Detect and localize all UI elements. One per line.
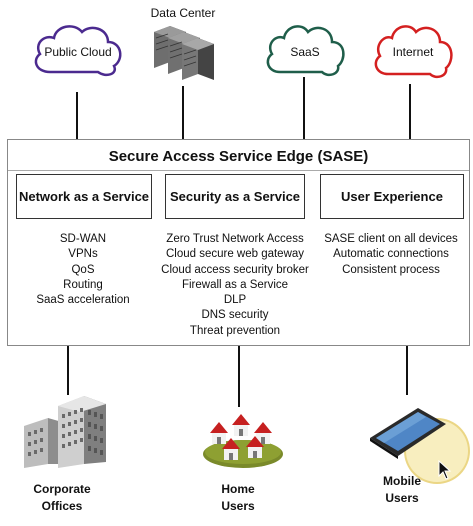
label-line: Mobile <box>383 474 421 488</box>
connector-data-center <box>182 86 184 139</box>
list-item: SaaS acceleration <box>36 294 130 307</box>
sase-box: Secure Access Service Edge (SASE) Networ… <box>7 139 470 346</box>
public-cloud-label: Public Cloud <box>44 45 112 59</box>
data-center-node <box>150 24 222 86</box>
user-experience-items: SASE client on all devices Automatic con… <box>316 232 466 278</box>
list-item: DLP <box>223 294 247 307</box>
list-item: SD-WAN <box>59 233 107 245</box>
corporate-offices-label: Corporate Offices <box>12 481 112 515</box>
sase-title: Secure Access Service Edge (SASE) <box>108 148 369 165</box>
cloud-icon <box>266 25 345 77</box>
connector-public-cloud <box>76 92 78 139</box>
label-line: Home <box>221 482 255 496</box>
list-item: Cloud secure web gateway <box>165 248 305 261</box>
network-items: SD-WAN VPNs QoS Routing SaaS acceleratio… <box>14 232 152 308</box>
connector-home <box>238 345 240 407</box>
list-item: QoS <box>71 263 95 276</box>
list-item: Firewall as a Service <box>181 278 289 291</box>
corporate-offices-node <box>22 392 114 470</box>
connector-internet <box>409 84 411 139</box>
internet-label: Internet <box>392 45 434 59</box>
list-item: DNS security <box>201 309 269 322</box>
houses-icon <box>203 414 283 468</box>
list-item: Threat prevention <box>189 324 281 337</box>
server-rack-icon <box>154 26 214 80</box>
public-cloud-node: Public Cloud <box>28 20 128 80</box>
list-item: SASE client on all devices <box>324 233 458 245</box>
cloud-icon <box>34 25 122 77</box>
home-users-node <box>198 410 288 470</box>
network-as-a-service-heading: Network as a Service <box>16 174 152 219</box>
data-center-label: Data Center <box>150 6 216 20</box>
mobile-users-node <box>366 398 450 462</box>
connector-corporate <box>67 345 69 395</box>
security-as-a-service-heading: Security as a Service <box>165 174 305 219</box>
connector-saas <box>303 77 305 139</box>
list-item: VPNs <box>68 248 98 261</box>
mouse-cursor-icon <box>438 460 452 480</box>
office-building-icon <box>24 396 106 468</box>
mobile-users-label: Mobile Users <box>352 473 452 507</box>
list-item: Automatic connections <box>333 248 449 261</box>
user-experience-heading: User Experience <box>320 174 464 219</box>
label-line: Offices <box>41 499 83 513</box>
internet-node: Internet <box>370 20 456 82</box>
label-line: Corporate <box>33 482 91 496</box>
security-items: Zero Trust Network Access Cloud secure w… <box>156 232 314 339</box>
label-line: Users <box>221 499 255 513</box>
connector-mobile <box>406 345 408 395</box>
divider <box>8 170 469 171</box>
list-item: Cloud access security broker <box>161 263 309 276</box>
list-item: Routing <box>63 278 103 291</box>
saas-label: SaaS <box>290 45 320 59</box>
label-line: Users <box>385 491 419 505</box>
list-item: Consistent process <box>342 263 440 276</box>
tablet-icon <box>370 408 446 459</box>
saas-node: SaaS <box>262 20 348 80</box>
home-users-label: Home Users <box>188 481 288 515</box>
cloud-icon <box>374 25 453 79</box>
list-item: Zero Trust Network Access <box>166 233 304 245</box>
